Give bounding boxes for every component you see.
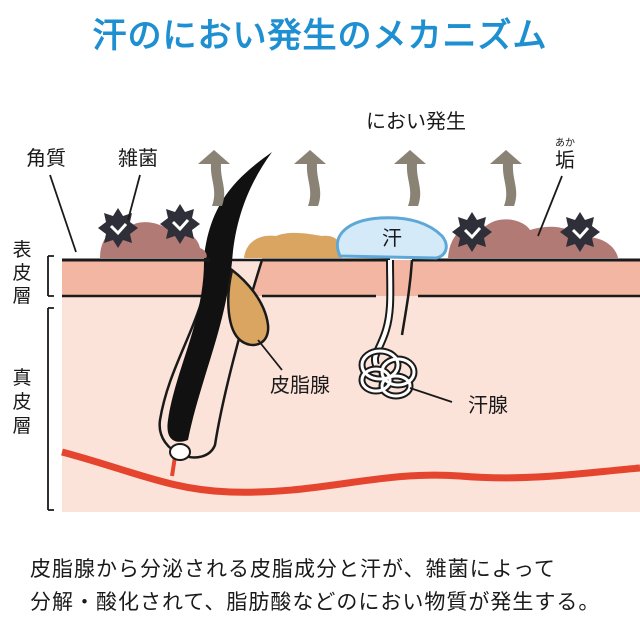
odor-arrow-icon xyxy=(294,150,326,206)
sebaceous-gland-label: 皮脂腺 xyxy=(270,373,330,397)
epidermis-area xyxy=(62,260,640,296)
dermis-label: 真 皮 層 xyxy=(12,367,31,437)
bacteria-3 xyxy=(452,212,492,252)
epidermis-char: 皮 xyxy=(12,262,31,284)
sweat-duct-2 xyxy=(400,259,414,336)
blood-vessel xyxy=(61,448,640,496)
epidermis-label: 表 皮 層 xyxy=(12,239,31,307)
epidermis-char: 表 xyxy=(12,239,31,261)
dermis-char: 層 xyxy=(12,415,31,437)
odor-arrows xyxy=(198,150,522,206)
sweat-gland-label: 汗腺 xyxy=(468,393,508,417)
grime-right xyxy=(448,219,618,258)
odor-arrow-icon xyxy=(490,150,522,206)
sweat-drop xyxy=(336,216,448,260)
grime-ruby: あか xyxy=(555,137,575,149)
odor-arrow-icon xyxy=(394,150,426,206)
caption: 皮脂腺から分泌される皮脂成分と汗が、雑菌によって 分解・酸化されて、脂肪酸などの… xyxy=(30,553,630,619)
caption-line-2: 分解・酸化されて、脂肪酸などのにおい物質が発生する。 xyxy=(30,590,601,614)
grime-label: 垢 xyxy=(555,148,575,172)
dermis-area xyxy=(62,262,640,512)
page-title: 汗のにおい発生のメカニズム xyxy=(92,16,548,56)
epidermis-char: 層 xyxy=(12,285,31,307)
sweat-label: 汗 xyxy=(382,226,402,250)
sebaceous-gland xyxy=(227,267,270,347)
keratin-label: 角質 xyxy=(26,146,66,170)
dermis-char: 真 xyxy=(12,367,31,389)
sebum-deposit xyxy=(244,232,343,258)
odor-label: におい発生 xyxy=(366,109,466,133)
layer-brackets xyxy=(47,255,54,511)
leader-lines xyxy=(49,174,563,403)
sweat-duct-inner xyxy=(373,259,393,366)
hair-shaft xyxy=(167,152,272,442)
hair-papilla xyxy=(169,443,191,461)
caption-line-1: 皮脂腺から分泌される皮脂成分と汗が、雑菌によって xyxy=(30,557,556,581)
dermis-char: 皮 xyxy=(12,391,31,413)
bacteria-4 xyxy=(560,212,600,252)
odor-arrow-icon xyxy=(198,150,230,206)
bacteria-2 xyxy=(160,204,200,244)
bacteria-label: 雑菌 xyxy=(118,146,158,170)
